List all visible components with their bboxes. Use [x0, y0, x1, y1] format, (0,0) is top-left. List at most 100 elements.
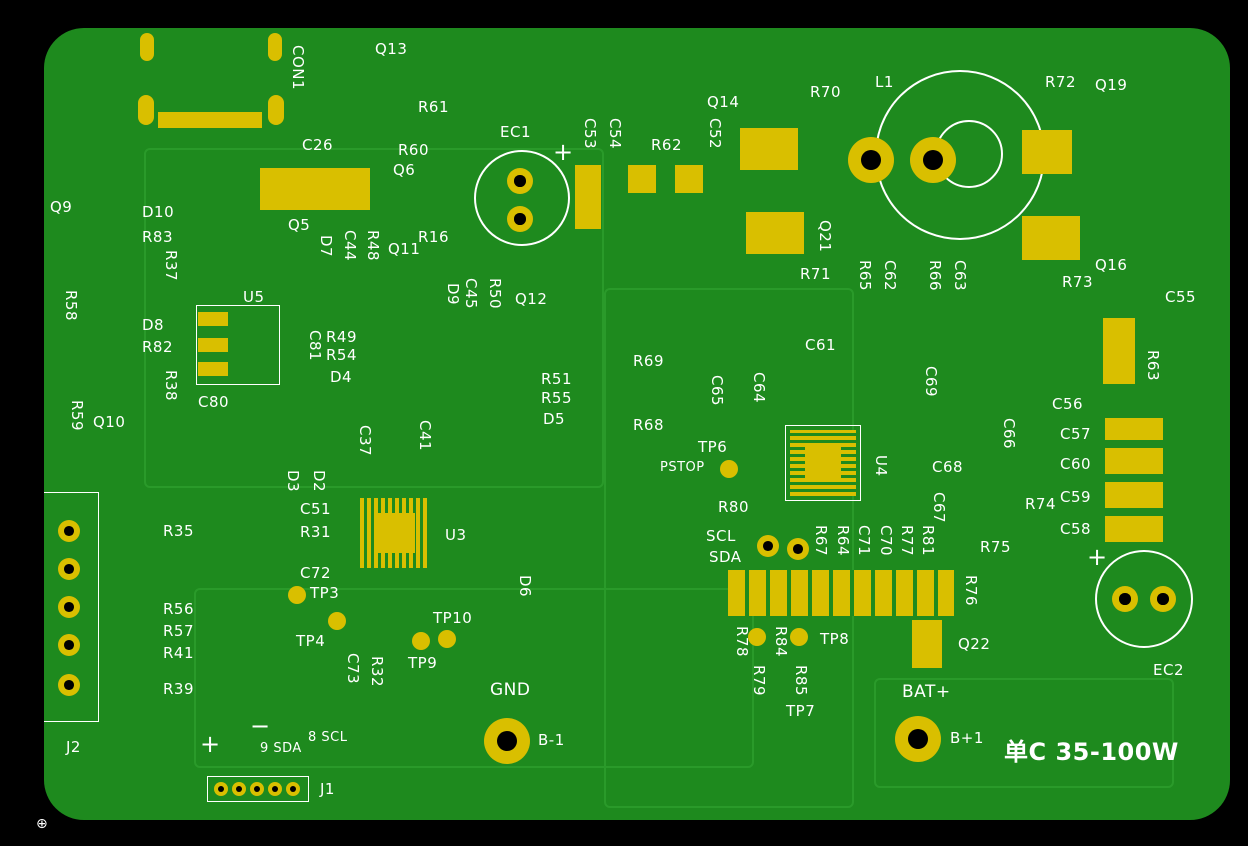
- label-r49: R49: [326, 328, 358, 346]
- label-q11: Q11: [388, 240, 421, 258]
- label-ec1-plus: +: [553, 138, 574, 166]
- label-c62: C62: [881, 260, 899, 292]
- label-tp10: TP10: [433, 609, 473, 627]
- b-minus-pad[interactable]: [484, 718, 530, 764]
- tp10-pad[interactable]: [438, 630, 456, 648]
- label-q5: Q5: [288, 216, 311, 234]
- label-c26: C26: [302, 136, 334, 154]
- q22-pads: [912, 620, 942, 668]
- trace: [144, 148, 604, 488]
- label-d8: D8: [142, 316, 165, 334]
- label-r73: R73: [1062, 273, 1094, 291]
- label-c72: C72: [300, 564, 332, 582]
- label-d6: D6: [516, 575, 534, 598]
- j2-pin: [58, 674, 80, 696]
- sda-testpoint[interactable]: [787, 538, 809, 560]
- label-r57: R57: [163, 622, 195, 640]
- label-c60: C60: [1060, 455, 1092, 473]
- trace: [874, 678, 1174, 788]
- label-j1: J1: [320, 780, 335, 798]
- label-r60: R60: [398, 141, 430, 159]
- ec1-pad: [507, 206, 533, 232]
- label-tp9: TP9: [408, 654, 438, 672]
- label-c37: C37: [356, 425, 374, 457]
- trace: [194, 588, 754, 768]
- ec2-pad: [1150, 586, 1176, 612]
- r62-pad: [628, 165, 656, 193]
- u5-pad: [198, 362, 228, 376]
- label-q13: Q13: [375, 40, 408, 58]
- label-pstop: PSTOP: [660, 460, 705, 475]
- board-title: 单C 35-100W: [1004, 738, 1179, 766]
- u3-thermal-pad: [375, 513, 415, 553]
- ec2-outline: [1095, 550, 1193, 648]
- label-tp4: TP4: [296, 632, 326, 650]
- label-c66: C66: [1000, 418, 1018, 450]
- label-q14: Q14: [707, 93, 740, 111]
- label-r35: R35: [163, 522, 195, 540]
- u5-outline: [196, 305, 280, 385]
- label-r77: R77: [898, 525, 916, 557]
- label-q16: Q16: [1095, 256, 1128, 274]
- label-c61: C61: [805, 336, 837, 354]
- label-con1: CON1: [289, 45, 307, 91]
- label-r39: R39: [163, 680, 195, 698]
- label-tp3: TP3: [310, 584, 340, 602]
- q14-pads: [740, 128, 798, 170]
- q5-pads: [260, 168, 370, 210]
- label-r38: R38: [162, 370, 180, 402]
- label-scl: SCL: [706, 527, 736, 545]
- label-r16: R16: [418, 228, 450, 246]
- r79-tp-pad[interactable]: [748, 628, 766, 646]
- label-b-plus-1: B+1: [950, 729, 984, 747]
- scl-testpoint[interactable]: [757, 535, 779, 557]
- trace: [604, 288, 854, 808]
- label-tp7: TP7: [786, 702, 816, 720]
- resistor-array-pads: [728, 570, 954, 616]
- label-sda: SDA: [709, 548, 742, 566]
- label-d3: D3: [284, 470, 302, 493]
- l1-pad: [910, 137, 956, 183]
- label-r55: R55: [541, 389, 573, 407]
- usb-shield-pad: [268, 33, 282, 61]
- label-r76: R76: [962, 575, 980, 607]
- label-q10: Q10: [93, 413, 126, 431]
- tp6-pad[interactable]: [720, 460, 738, 478]
- label-j2: J2: [66, 738, 81, 756]
- label-r72: R72: [1045, 73, 1077, 91]
- label-j1-9-sda: 9 SDA: [260, 741, 302, 756]
- label-r51: R51: [541, 370, 573, 388]
- label-c59: C59: [1060, 488, 1092, 506]
- label-q19: Q19: [1095, 76, 1128, 94]
- label-r50: R50: [486, 278, 504, 310]
- tp8-pad[interactable]: [790, 628, 808, 646]
- label-c68: C68: [932, 458, 964, 476]
- label-r56: R56: [163, 600, 195, 618]
- label-c54: C54: [606, 118, 624, 150]
- label-ec2-plus: +: [1087, 543, 1108, 571]
- label-d7: D7: [317, 235, 335, 258]
- b-plus-pad[interactable]: [895, 716, 941, 762]
- tp3-pad[interactable]: [288, 586, 306, 604]
- label-c69: C69: [922, 366, 940, 398]
- j2-pin: [58, 596, 80, 618]
- label-r32: R32: [368, 656, 386, 688]
- label-c53: C53: [581, 118, 599, 150]
- label-r63: R63: [1144, 350, 1162, 382]
- label-q9: Q9: [50, 198, 73, 216]
- tp4-pad[interactable]: [328, 612, 346, 630]
- label-ec2: EC2: [1153, 661, 1184, 679]
- u4-thermal-pad: [805, 445, 841, 481]
- ec1-pad: [507, 168, 533, 194]
- j1-pin: [268, 782, 282, 796]
- label-q22: Q22: [958, 635, 991, 653]
- label-c70: C70: [877, 525, 895, 557]
- l1-pad: [848, 137, 894, 183]
- label-gnd: GND: [490, 680, 531, 700]
- label-r62: R62: [651, 136, 683, 154]
- label-r69: R69: [633, 352, 665, 370]
- j1-pin: [250, 782, 264, 796]
- usb-signal-pads: [158, 112, 262, 128]
- tp9-pad[interactable]: [412, 632, 430, 650]
- usb-shield-pad: [140, 33, 154, 61]
